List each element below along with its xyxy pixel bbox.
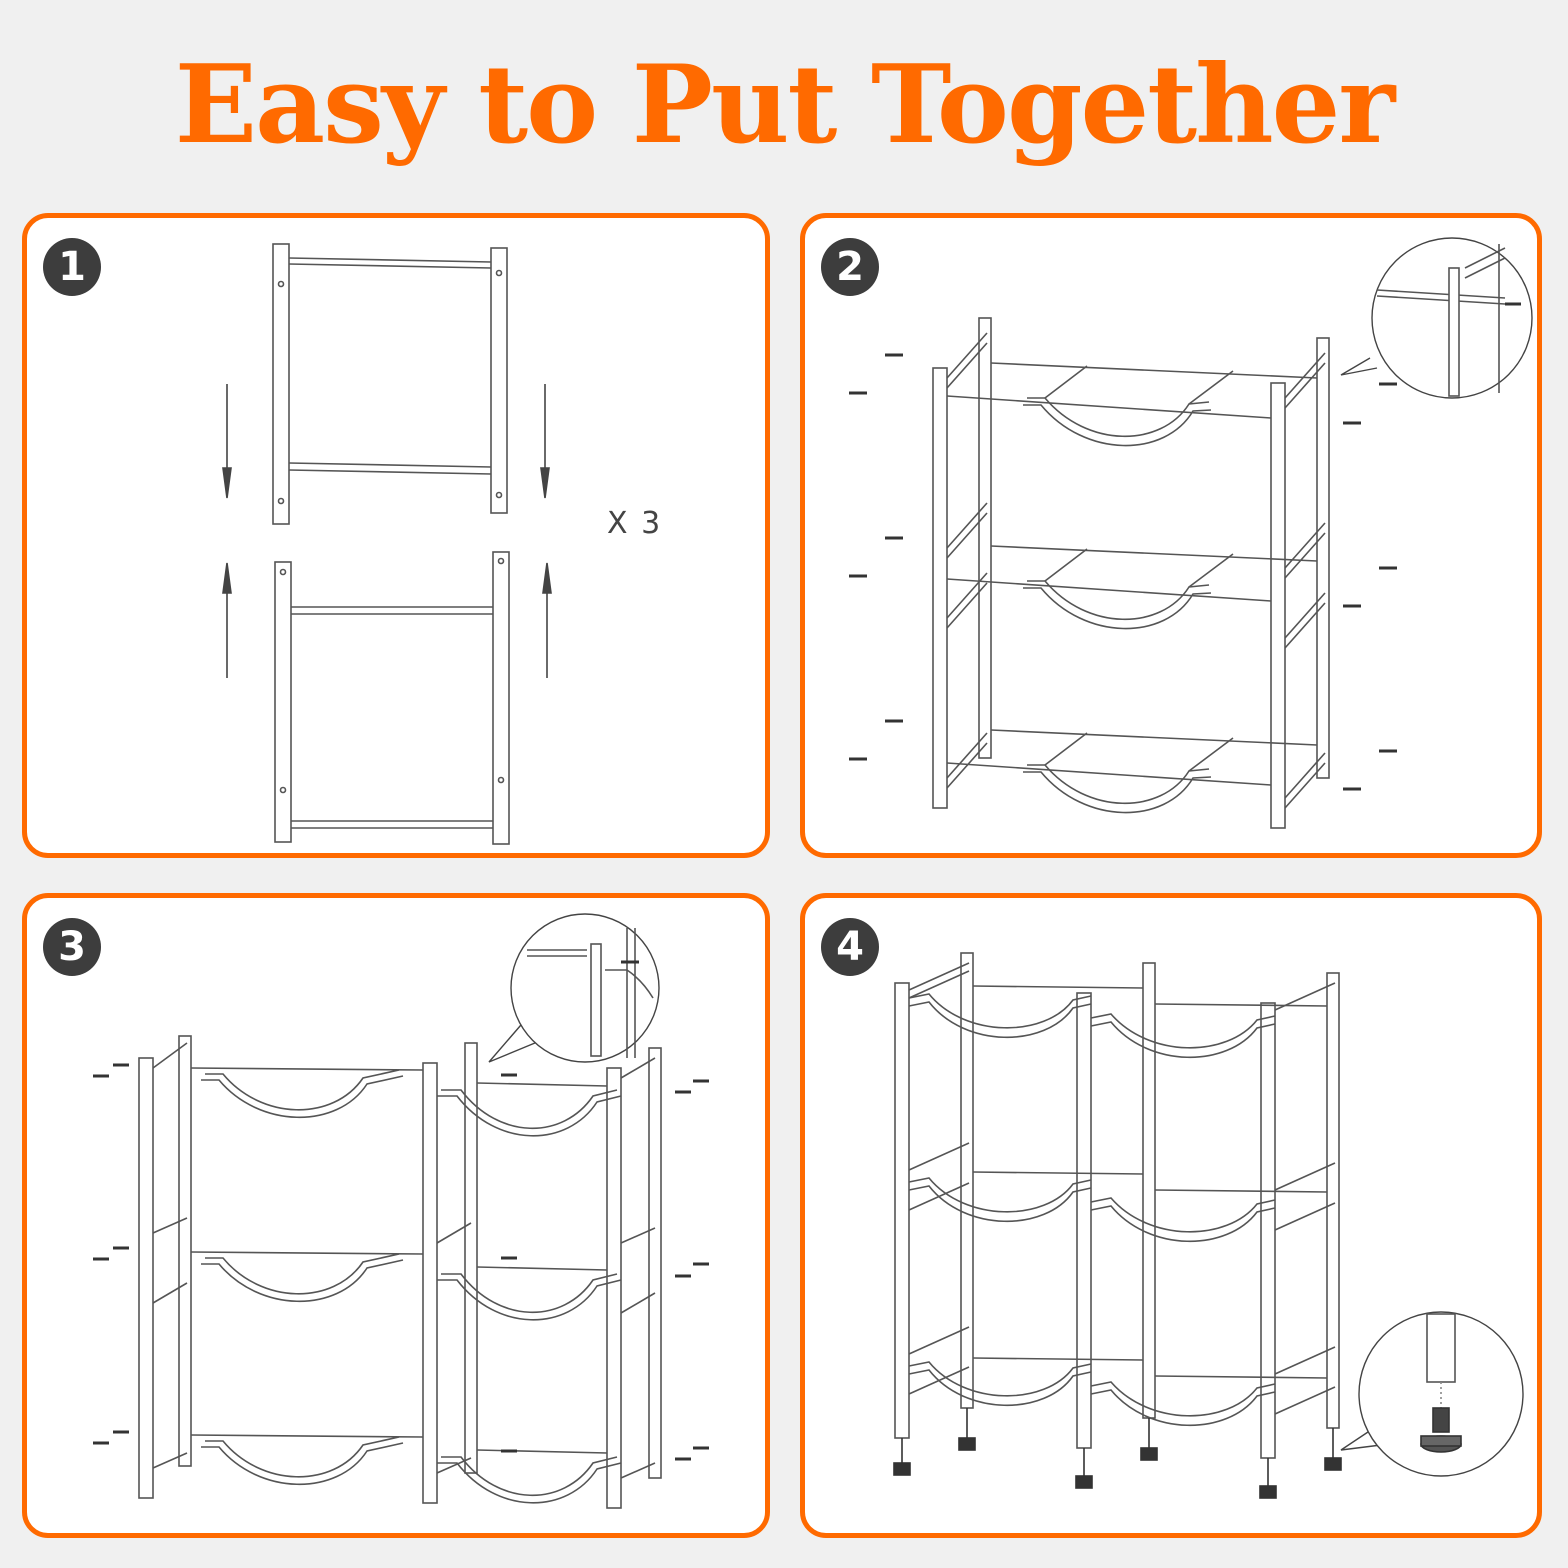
step-1-illustration <box>222 243 552 845</box>
tier-mid-left <box>190 1251 424 1303</box>
double-rack-frame <box>138 1035 662 1509</box>
quantity-multiplier: X 3 <box>607 506 663 541</box>
assembled-tiers <box>908 962 1336 1427</box>
step-3-panel: 3 <box>22 893 770 1538</box>
tier-middle <box>946 545 1318 630</box>
zoom-detail-callout <box>1340 237 1533 399</box>
tier-bottom-right <box>437 1449 622 1504</box>
step-2-badge: 2 <box>821 238 879 296</box>
foot-zoom-callout <box>1340 1311 1524 1477</box>
lower-side-frame <box>274 551 510 845</box>
screws <box>93 1063 709 1461</box>
step-3-illustration <box>93 913 709 1509</box>
step-4-illustration <box>893 952 1524 1499</box>
page-title: Easy to Put Together <box>174 42 1395 168</box>
step-2-illustration <box>849 237 1533 829</box>
zoom-detail-callout <box>488 913 660 1063</box>
rack-frame <box>932 317 1330 829</box>
upper-side-frame <box>272 243 508 525</box>
leveling-feet <box>893 1408 1342 1499</box>
tier-bottom-left <box>190 1434 424 1486</box>
step-3-badge: 3 <box>43 918 101 976</box>
step-1-badge: 1 <box>43 238 101 296</box>
step-4-badge: 4 <box>821 918 879 976</box>
assembled-rack <box>893 952 1342 1499</box>
tier-mid-right <box>437 1266 622 1321</box>
tier-top-right <box>437 1082 622 1137</box>
tier-top-left <box>190 1067 424 1119</box>
tier-top <box>946 362 1318 447</box>
assembly-arrows <box>222 384 552 678</box>
screws <box>849 353 1397 791</box>
tier-bottom <box>946 729 1318 814</box>
step-2-panel: 2 <box>800 213 1542 858</box>
step-1-panel: 1 X 3 <box>22 213 770 858</box>
step-4-panel: 4 <box>800 893 1542 1538</box>
